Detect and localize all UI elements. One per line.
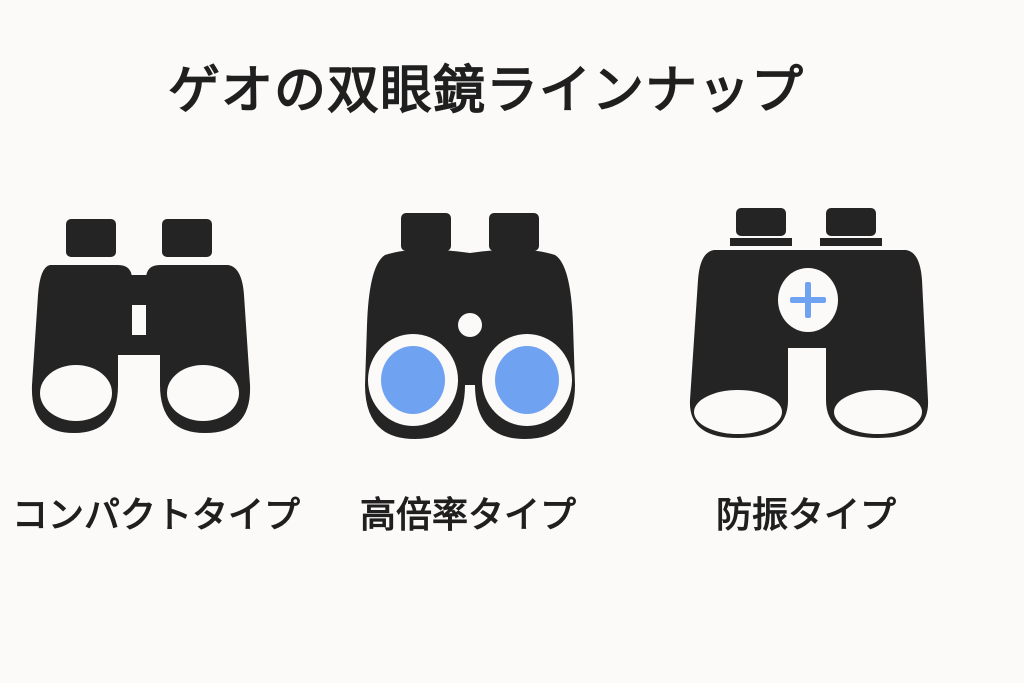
product-label-stabilized: 防振タイプ — [715, 495, 896, 536]
high-magnification-binoculars-icon — [365, 213, 575, 439]
product-stabilized[interactable] — [680, 200, 940, 450]
page-title: ゲオの双眼鏡ラインナップ — [168, 61, 805, 121]
compact-binoculars-icon — [31, 219, 251, 433]
stabilized-binoculars-icon — [689, 208, 929, 438]
product-label-high-magnification: 高倍率タイプ — [359, 495, 576, 536]
product-compact[interactable] — [20, 205, 260, 445]
product-high-magnification[interactable] — [345, 205, 595, 445]
product-label-compact: コンパクトタイプ — [12, 495, 301, 536]
